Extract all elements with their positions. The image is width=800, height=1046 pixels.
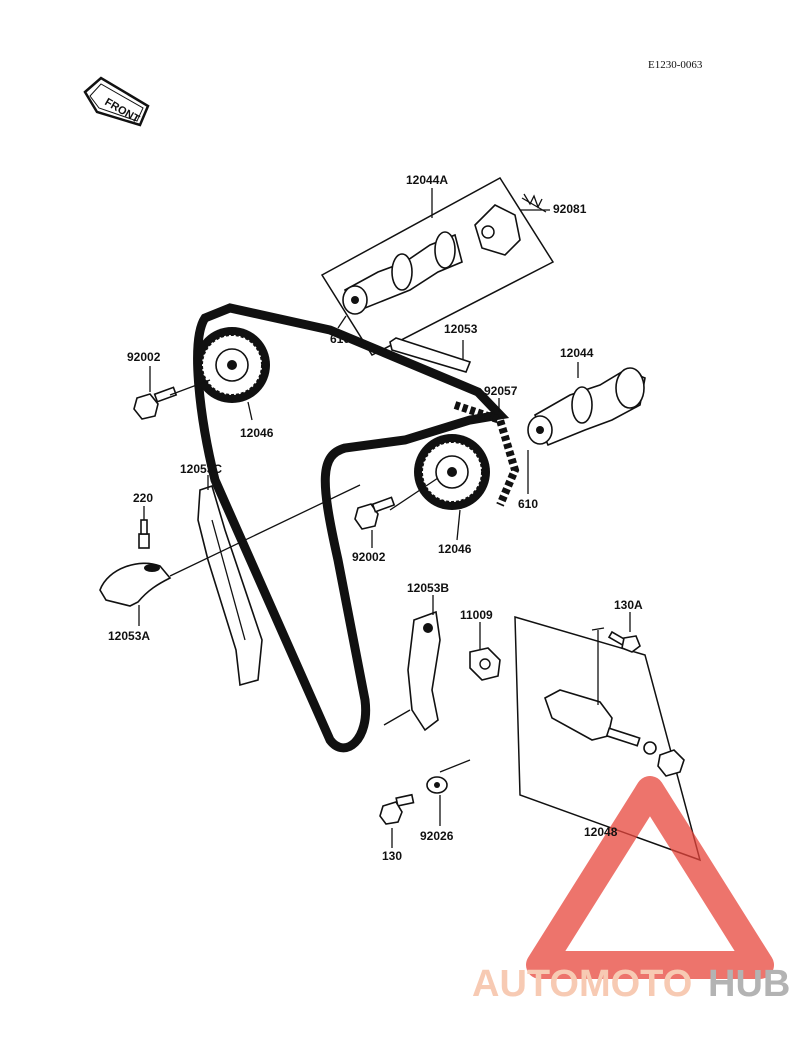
gasket-11009 — [469, 647, 501, 681]
part-label-12046a: 12046 — [240, 426, 274, 440]
bolt-130a — [607, 630, 641, 653]
chain-92057 — [453, 401, 520, 507]
cam-sprocket-12046-top — [194, 327, 270, 403]
cam-sprocket-12046-lower — [414, 434, 490, 510]
part-label-130: 130 — [382, 849, 402, 863]
part-label-92002b: 92002 — [352, 550, 386, 564]
part-label-12053a: 12053A — [108, 629, 150, 643]
camshaft-12044 — [527, 367, 646, 447]
part-label-12048: 12048 — [584, 825, 618, 839]
part-labels: 12044A 92081 610 12053 12044 92002 92057 12046 1… — [108, 173, 643, 863]
chain-guide-12053 — [389, 337, 472, 373]
watermark-text-hub: HUB — [708, 963, 790, 1005]
part-label-12053: 12053 — [444, 322, 478, 336]
drawing-code: E1230-0063 — [648, 59, 703, 71]
bolt-220 — [138, 519, 150, 549]
part-label-92002a: 92002 — [127, 350, 161, 364]
part-label-12053b: 12053B — [407, 581, 449, 595]
part-label-11009: 11009 — [460, 608, 493, 622]
front-arrow-icon: FRONT — [83, 76, 150, 127]
part-label-12053c: 12053C — [180, 462, 222, 476]
watermark-text-auto: AUTOMOTO — [472, 963, 692, 1005]
chain-guide-12053b — [407, 610, 441, 732]
camshaft-12044a-assembly — [320, 177, 555, 356]
part-label-92026: 92026 — [420, 829, 454, 843]
part-label-12044a: 12044A — [406, 173, 448, 187]
bolt-92002-lower — [354, 496, 396, 530]
part-label-92057: 92057 — [484, 384, 518, 398]
bolt-130 — [379, 793, 415, 825]
chain-guide-12053a — [99, 562, 172, 607]
part-label-220: 220 — [133, 491, 153, 505]
part-label-130a: 130A — [614, 598, 643, 612]
part-label-12046b: 12046 — [438, 542, 472, 556]
part-label-610b: 610 — [518, 497, 538, 511]
bolt-92002-top — [133, 386, 178, 420]
decompressor-92081-part — [474, 193, 547, 256]
part-label-610a: 610 — [330, 332, 350, 346]
automotohub-watermark: AUTOMOTO HUB — [472, 776, 790, 1005]
part-label-12044: 12044 — [560, 346, 594, 360]
leader-lines — [138, 188, 631, 848]
washer-92026 — [426, 776, 448, 794]
camshaft-12044a — [342, 231, 463, 315]
cam-chain — [193, 303, 510, 753]
chain-guide-12053c — [197, 484, 263, 687]
part-label-92081: 92081 — [553, 202, 587, 216]
